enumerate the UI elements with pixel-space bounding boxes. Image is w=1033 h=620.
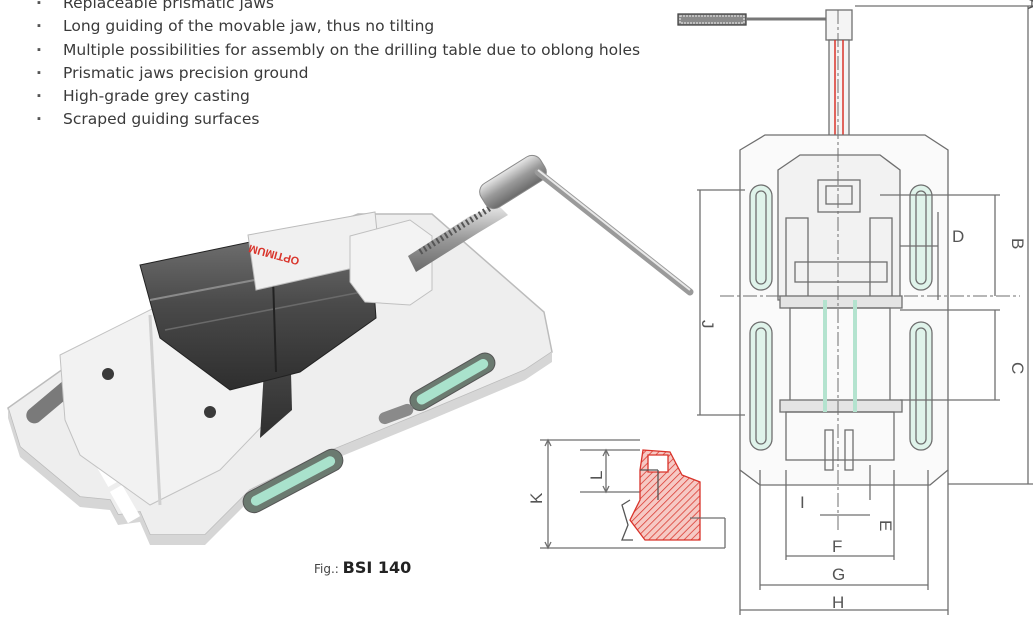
screw-hole <box>204 406 216 418</box>
dim-label-E: E <box>876 520 895 531</box>
feature-item: High-grade grey casting <box>36 85 640 109</box>
vise-photo: OPTIMUM <box>7 154 694 545</box>
spindle <box>408 205 508 272</box>
caption-prefix: Fig.: <box>314 562 339 576</box>
dim-label-B: B <box>1008 238 1027 249</box>
dim-label-F: F <box>832 537 842 556</box>
dim-label-J: J <box>698 320 717 329</box>
dim-label-A: A <box>1024 0 1033 10</box>
dim-label-C: C <box>1008 362 1027 374</box>
dim-label-K: K <box>527 492 546 504</box>
screw-hole <box>102 368 114 380</box>
dim-label-G: G <box>832 565 845 584</box>
dim-label-I: I <box>800 493 805 512</box>
feature-item: Scraped guiding surfaces <box>36 108 640 132</box>
figure-caption: Fig.: BSI 140 <box>314 558 411 577</box>
top-view-drawing <box>677 5 1033 615</box>
handle-knob <box>479 154 547 210</box>
jaw-section-detail <box>540 438 726 550</box>
screw-housing <box>349 219 433 306</box>
feature-item: Replaceable prismatic jaws <box>36 0 640 16</box>
caption-model: BSI 140 <box>342 558 412 577</box>
dim-label-H: H <box>832 593 844 612</box>
feature-item: Long guiding of the movable jaw, thus no… <box>36 15 640 39</box>
base-slot <box>378 403 414 425</box>
handle-bar <box>534 168 694 296</box>
dim-label-D: D <box>952 227 964 246</box>
feature-list: Replaceable prismatic jaws Long guiding … <box>36 0 640 132</box>
dim-label-L: L <box>587 471 606 480</box>
feature-item: Prismatic jaws precision ground <box>36 62 640 86</box>
feature-item: Multiple possibilities for assembly on t… <box>36 39 640 63</box>
